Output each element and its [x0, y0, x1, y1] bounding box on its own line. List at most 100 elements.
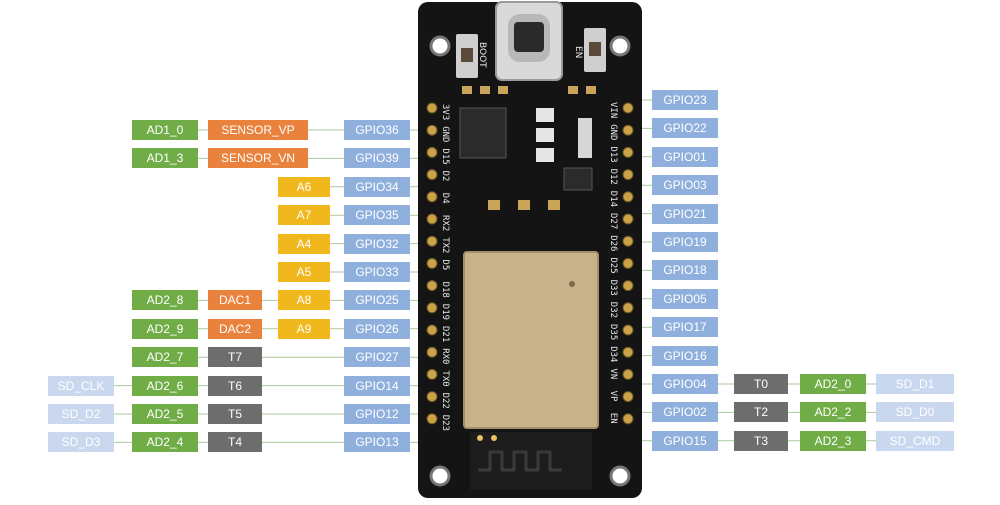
- header-pin: [426, 191, 438, 203]
- header-pin: [622, 213, 634, 225]
- header-pin: [426, 213, 438, 225]
- pin-silk-label: D21: [440, 326, 450, 342]
- pin-silk-label: VP: [608, 391, 618, 402]
- right-gpio-label: GPIO02: [652, 402, 718, 423]
- left-alt-label: A4: [278, 233, 330, 254]
- right-gpio-label: GPIO16: [652, 345, 718, 366]
- right-pin-silk-labels: VINGNDD13D12D14D27D26D25D33D32D35D34VNVP…: [608, 102, 618, 424]
- mounting-hole: [429, 35, 451, 57]
- header-pin: [426, 346, 438, 358]
- header-pin: [622, 235, 634, 247]
- right-header-pins: [622, 102, 634, 425]
- left-gpio-label: GPIO32: [344, 233, 410, 254]
- left-gpio-label: GPIO36: [344, 120, 410, 140]
- right-tch-label: T2: [734, 402, 788, 423]
- right-gpio-label: GPIO22: [652, 118, 718, 139]
- right-gpio-label: GPIO17: [652, 317, 718, 338]
- left-alt-label: A8: [278, 290, 330, 311]
- header-pin: [622, 324, 634, 336]
- pin-silk-label: D26: [608, 235, 618, 251]
- right-gpio-label: GPIO03: [652, 175, 718, 196]
- right-gpio-label: GPIO19: [652, 232, 718, 252]
- mounting-hole: [609, 35, 631, 57]
- left-tch-label: T7: [208, 347, 262, 368]
- left-sd-label: SD_D3: [48, 432, 114, 453]
- header-pin: [622, 169, 634, 181]
- left-dac-label: DAC1: [208, 290, 262, 311]
- header-pin: [426, 235, 438, 247]
- header-pin: [426, 280, 438, 292]
- header-pin: [426, 413, 438, 425]
- pin-silk-label: D27: [608, 213, 618, 229]
- pin-silk-label: D19: [440, 304, 450, 320]
- left-gpio-label: GPIO26: [344, 318, 410, 339]
- header-pin: [426, 124, 438, 136]
- antenna-area: [470, 432, 592, 490]
- pin-silk-label: D35: [608, 324, 618, 340]
- header-pin: [622, 302, 634, 314]
- right-sd-label: SD_D1: [876, 374, 954, 394]
- left-gpio-label: GPIO33: [344, 262, 410, 282]
- right-gpio-label: GPIO15: [652, 430, 718, 451]
- left-sd-label: SD_CLK: [48, 375, 114, 396]
- boot-silk-label: BOOT: [477, 42, 487, 68]
- header-pin: [622, 280, 634, 292]
- esp32-module-shield: [463, 251, 599, 429]
- pin-silk-label: 3V3: [440, 104, 450, 120]
- pin-silk-label: VN: [608, 368, 618, 379]
- left-sens-label: SENSOR_VN: [208, 148, 308, 169]
- pin-silk-label: D34: [608, 346, 618, 362]
- left-ad-label: AD2_5: [132, 404, 198, 424]
- pin-silk-label: D2: [440, 171, 450, 182]
- left-sens-label: SENSOR_VP: [208, 120, 308, 140]
- left-gpio-label: GPIO35: [344, 205, 410, 226]
- pin-silk-label: RX0: [440, 348, 450, 364]
- header-pin: [426, 324, 438, 336]
- left-tch-label: T4: [208, 432, 262, 453]
- right-gpio-label: GPIO01: [652, 146, 718, 167]
- pin-silk-label: D5: [440, 259, 450, 270]
- left-pin-silk-labels: 3V3GNDD15D2D4RX2TX2D5D18D19D21RX0TX0D22D…: [440, 104, 450, 431]
- header-pin: [426, 257, 438, 269]
- header-pin: [426, 302, 438, 314]
- left-ad-label: AD2_4: [132, 432, 198, 453]
- left-alt-label: A5: [278, 262, 330, 282]
- left-tch-label: T6: [208, 375, 262, 396]
- left-gpio-label: GPIO39: [344, 148, 410, 169]
- right-gpio-label: GPIO23: [652, 90, 718, 110]
- header-pin: [622, 146, 634, 158]
- right-ad-label: AD2_3: [800, 430, 866, 451]
- header-pin: [426, 391, 438, 403]
- pin-silk-label: EN: [608, 413, 618, 424]
- left-sd-label: SD_D2: [48, 404, 114, 424]
- pin-silk-label: D23: [440, 415, 450, 431]
- header-pin: [426, 169, 438, 181]
- left-gpio-label: GPIO12: [344, 404, 410, 424]
- mounting-hole: [429, 465, 451, 487]
- header-pin: [622, 346, 634, 358]
- pin-silk-label: D15: [440, 148, 450, 164]
- usb-uart-chip: [459, 107, 507, 159]
- right-gpio-label: GPIO05: [652, 288, 718, 309]
- pin-silk-label: TX0: [440, 370, 450, 386]
- right-ad-label: AD2_2: [800, 402, 866, 423]
- right-sd-label: SD_CMD: [876, 430, 954, 451]
- en-silk-label: EN: [573, 46, 583, 58]
- left-header-pins: [426, 102, 438, 425]
- left-ad-label: AD1_3: [132, 148, 198, 169]
- header-pin: [622, 257, 634, 269]
- pin-silk-label: D33: [608, 280, 618, 296]
- pin-silk-label: GND: [440, 126, 450, 142]
- header-pin: [426, 146, 438, 158]
- header-pin: [622, 102, 634, 114]
- pin-silk-label: D12: [608, 169, 618, 185]
- pin-silk-label: D4: [440, 193, 450, 204]
- left-gpio-label: GPIO25: [344, 290, 410, 311]
- left-ad-label: AD1_0: [132, 120, 198, 140]
- left-gpio-label: GPIO27: [344, 347, 410, 368]
- right-gpio-label: GPIO04: [652, 374, 718, 394]
- pin-silk-label: GND: [608, 124, 618, 140]
- right-ad-label: AD2_0: [800, 374, 866, 394]
